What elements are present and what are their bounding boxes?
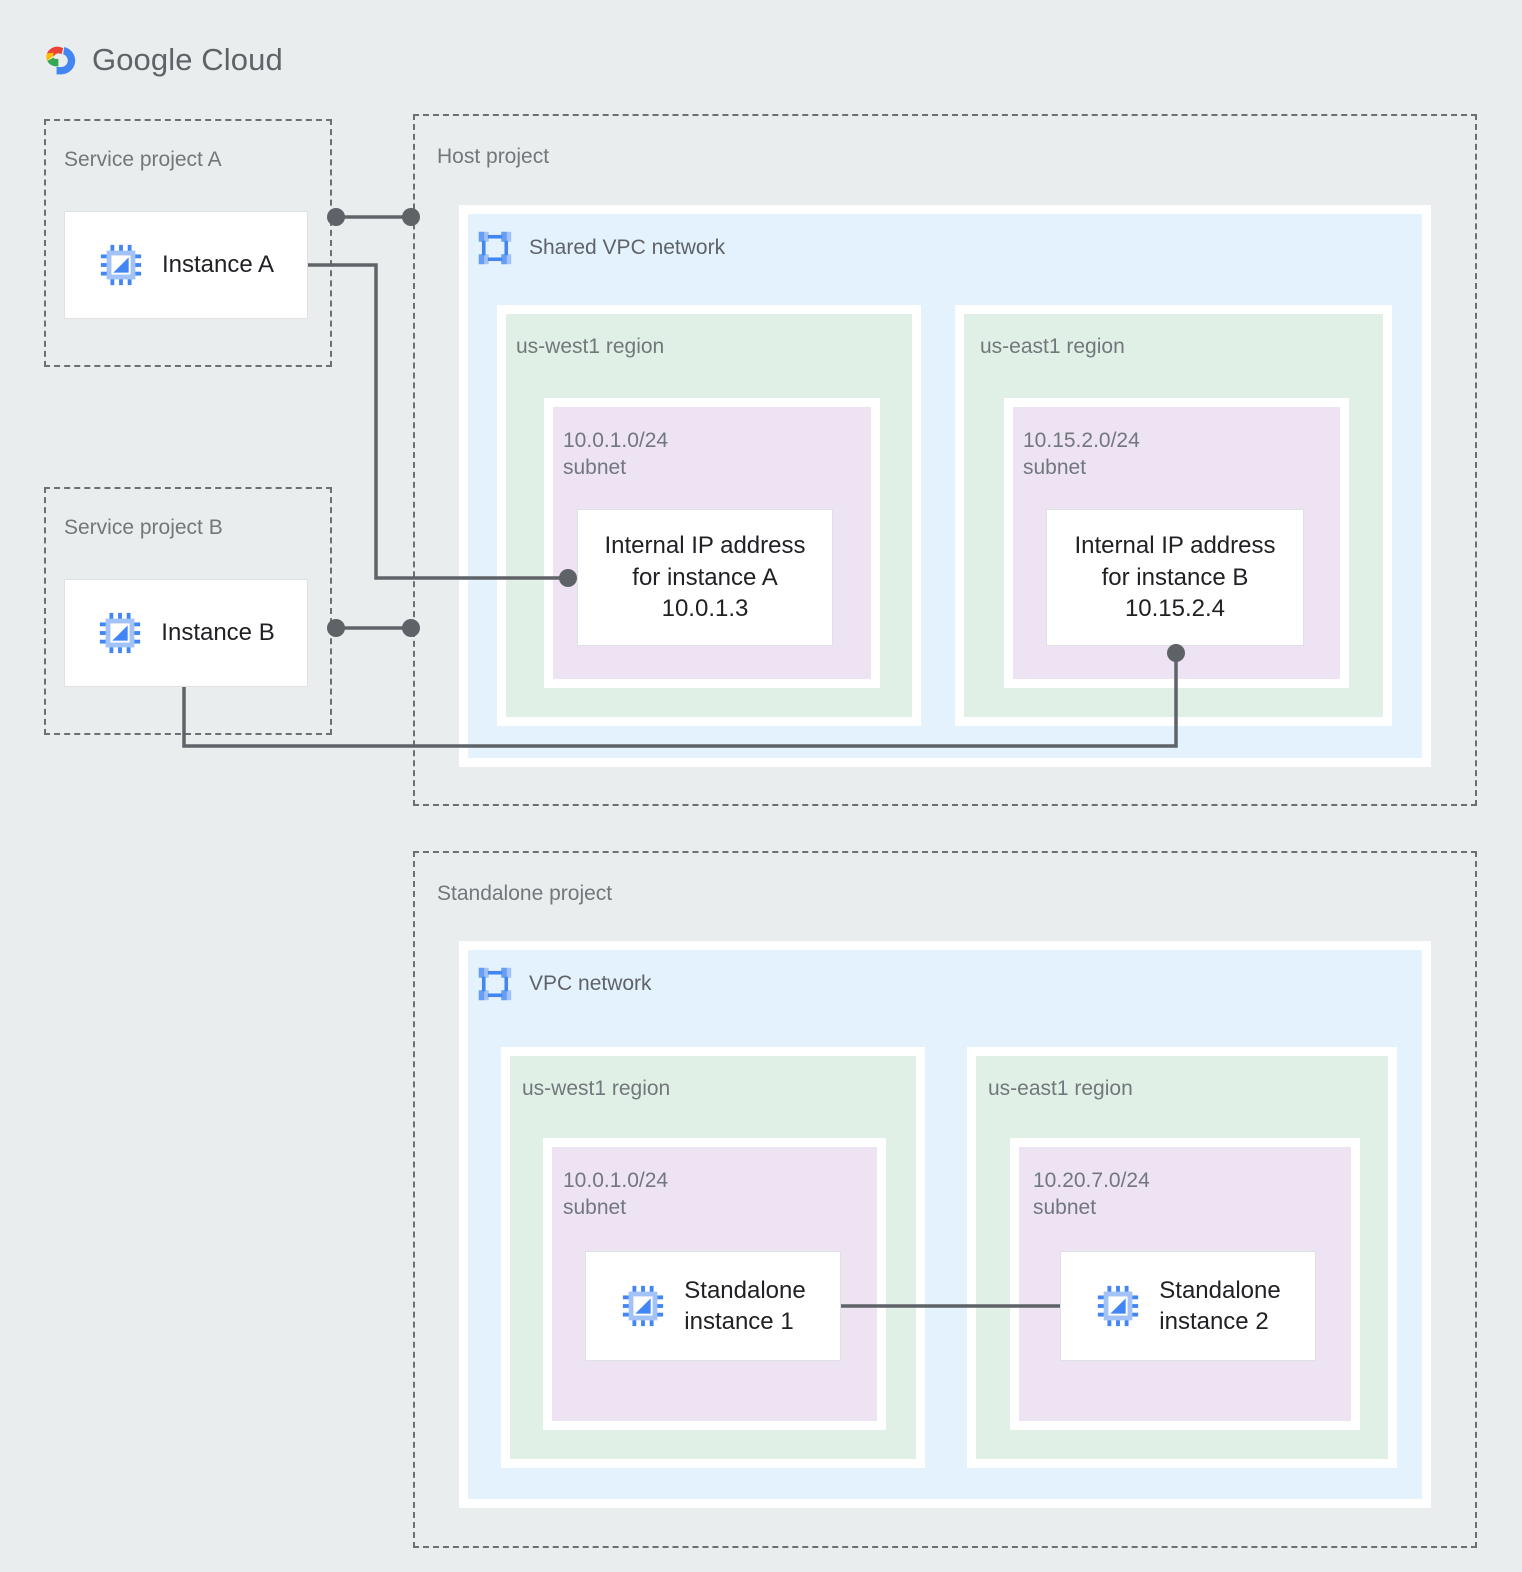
internal-ip-b-text: Internal IP address for instance B 10.15… bbox=[1074, 531, 1276, 623]
compute-chip-icon bbox=[100, 244, 142, 286]
subnet-10-0-1-0-24-host-label: 10.0.1.0/24 subnet bbox=[563, 429, 669, 479]
google-cloud-cloud-icon bbox=[46, 46, 76, 75]
instance-b-card[interactable]: Instance B bbox=[64, 579, 308, 687]
vpc-network-title: VPC network bbox=[529, 972, 652, 995]
brand-word-cloud: Cloud bbox=[201, 42, 283, 77]
brand-wordmark: Google Cloud bbox=[92, 42, 283, 78]
region-host-us-east1-label: us-east1 region bbox=[980, 335, 1125, 358]
standalone-project-label: Standalone project bbox=[437, 882, 613, 905]
compute-chip-icon bbox=[100, 612, 141, 654]
instance-a-label: Instance A bbox=[161, 251, 275, 279]
service-project-a-container[interactable] bbox=[44, 119, 332, 367]
standalone-instance-2-card[interactable]: Standalone instance 2 bbox=[1060, 1251, 1316, 1361]
compute-chip-icon bbox=[1098, 1285, 1139, 1327]
shared-vpc-network-title: Shared VPC network bbox=[529, 236, 726, 259]
vpc-network-icon bbox=[478, 231, 512, 265]
standalone-instance-2-label: Standalone instance 2 bbox=[1159, 1276, 1281, 1335]
service-project-a-label: Service project A bbox=[64, 148, 222, 171]
shared-vpc-network-header: Shared VPC network bbox=[477, 230, 725, 266]
instance-a-card[interactable]: Instance A bbox=[64, 211, 308, 319]
region-host-us-west1-label: us-west1 region bbox=[516, 335, 665, 358]
standalone-project-container[interactable] bbox=[413, 851, 1477, 1548]
internal-ip-a-text: Internal IP address for instance A 10.0.… bbox=[604, 531, 806, 623]
subnet-10-0-1-0-24-standalone-label: 10.0.1.0/24 subnet bbox=[563, 1169, 669, 1219]
internal-ip-a-card[interactable]: Internal IP address for instance A 10.0.… bbox=[577, 509, 833, 646]
service-project-b-label: Service project B bbox=[64, 516, 223, 539]
google-cloud-logo: Google Cloud bbox=[34, 38, 283, 82]
region-standalone-us-west1-label: us-west1 region bbox=[522, 1077, 671, 1100]
standalone-instance-1-card[interactable]: Standalone instance 1 bbox=[585, 1251, 841, 1361]
internal-ip-b-card[interactable]: Internal IP address for instance B 10.15… bbox=[1046, 509, 1304, 646]
host-project-label: Host project bbox=[437, 145, 550, 168]
subnet-10-20-7-0-24-standalone-label: 10.20.7.0/24 subnet bbox=[1033, 1169, 1150, 1219]
brand-word-google: Google bbox=[92, 42, 193, 77]
vpc-network-header: VPC network bbox=[477, 966, 652, 1002]
instance-b-label: Instance B bbox=[161, 619, 275, 647]
standalone-instance-1-label: Standalone instance 1 bbox=[684, 1276, 806, 1335]
subnet-10-15-2-0-24-host-label: 10.15.2.0/24 subnet bbox=[1023, 429, 1140, 479]
vpc-network-icon bbox=[478, 967, 512, 1001]
region-standalone-us-east1-label: us-east1 region bbox=[988, 1077, 1133, 1100]
compute-chip-icon bbox=[623, 1285, 664, 1327]
